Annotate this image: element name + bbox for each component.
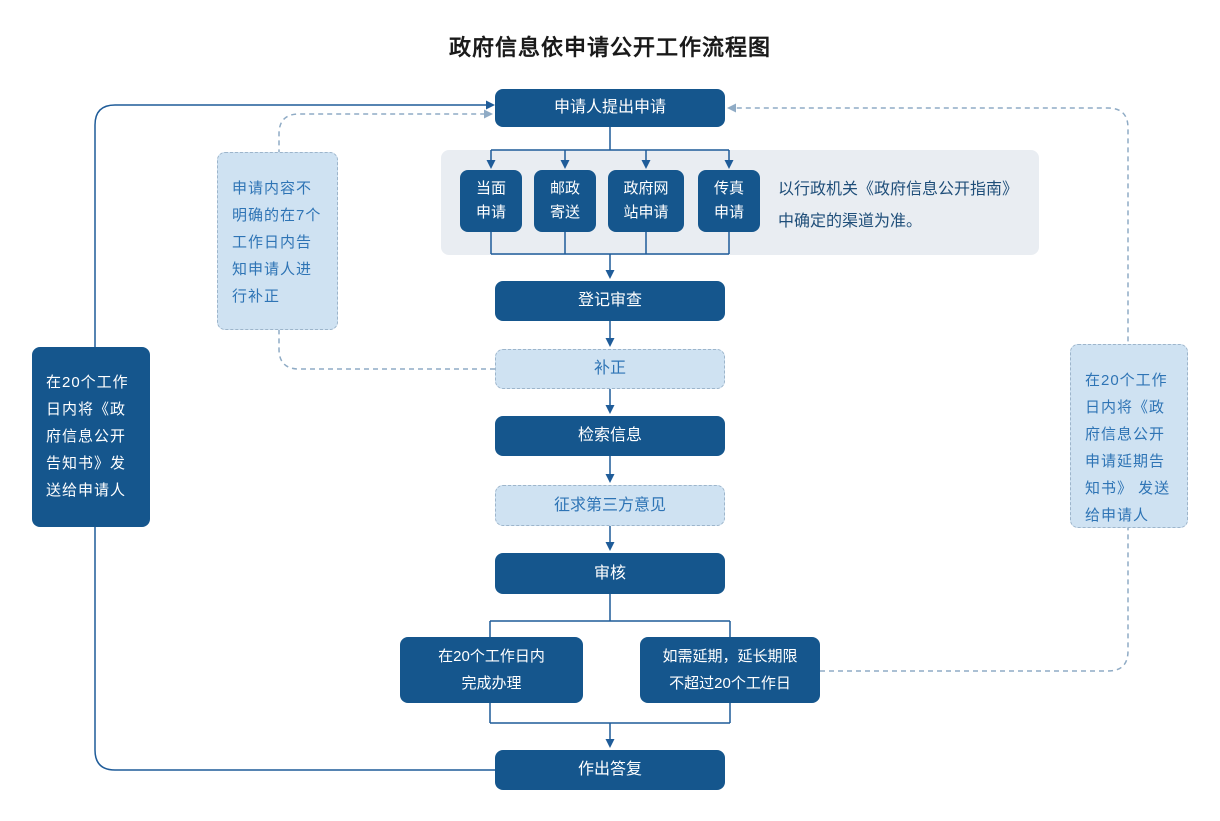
arrow-right-icon [486, 100, 495, 110]
node-register-review: 登记审查 [495, 281, 725, 321]
solid-flow-lines [94, 100, 734, 771]
node-third-party-opinion: 征求第三方意见 [495, 485, 725, 526]
note-extension-notice: 在20个工作日内将《政府信息公开申请延期告知书》 发送给申请人 [1070, 344, 1188, 528]
arrow-down-icon [605, 338, 615, 347]
node-channel-website: 政府网 站申请 [608, 170, 684, 232]
arrow-down-icon [605, 474, 615, 483]
node-reply: 作出答复 [495, 750, 725, 790]
node-supplement: 补正 [495, 349, 725, 389]
arrow-down-icon [605, 405, 615, 414]
node-review: 审核 [495, 553, 725, 594]
node-channel-fax: 传真 申请 [698, 170, 760, 232]
arrow-left-icon [727, 103, 736, 113]
node-extension: 如需延期，延长期限 不超过20个工作日 [640, 637, 820, 703]
note-disclosure-notice: 在20个工作日内将《政府信息公开告知书》发送给申请人 [32, 347, 150, 527]
arrow-down-icon [641, 160, 651, 169]
diagram-title: 政府信息依申请公开工作流程图 [448, 35, 771, 60]
node-channel-in-person: 当面 申请 [460, 170, 522, 232]
arrow-down-icon [724, 160, 734, 169]
arrow-down-icon [605, 739, 615, 748]
arrow-down-icon [605, 542, 615, 551]
node-complete-20-days: 在20个工作日内 完成办理 [400, 637, 583, 703]
note-unclear-supplement: 申请内容不明确的在7个工作日内告知申请人进行补正 [217, 152, 338, 330]
arrow-right-icon [484, 109, 493, 119]
channels-note: 以行政机关《政府信息公开指南》 中确定的渠道为准。 [778, 181, 1019, 230]
node-retrieve-info: 检索信息 [495, 416, 725, 456]
arrow-down-icon [560, 160, 570, 169]
node-channel-postal: 邮政 寄送 [534, 170, 596, 232]
node-start: 申请人提出申请 [495, 89, 725, 127]
arrow-down-icon [486, 160, 496, 169]
arrow-down-icon [605, 270, 615, 279]
